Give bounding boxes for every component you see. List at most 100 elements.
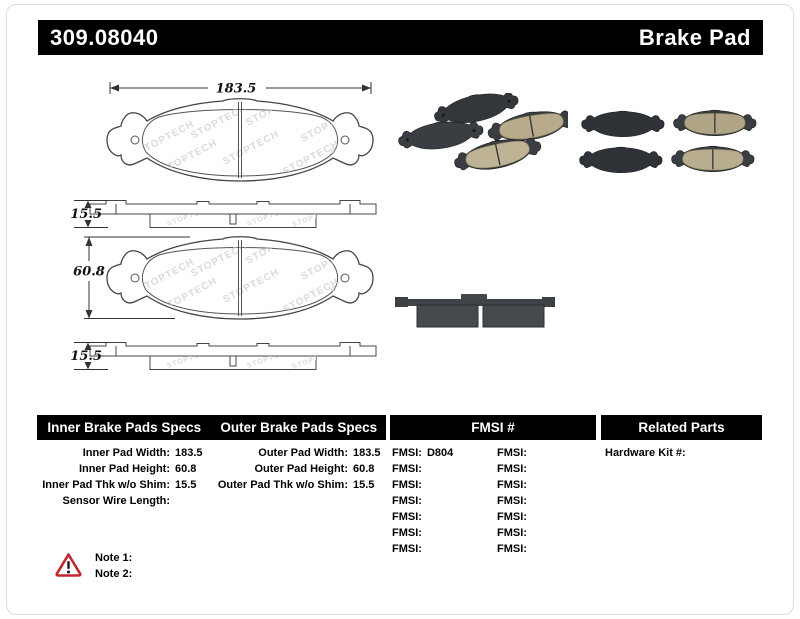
fmsi-label: FMSI: <box>497 495 527 507</box>
fmsi-title: FMSI # <box>471 420 515 435</box>
spec-value: 15.5 <box>353 479 375 491</box>
fmsi-column-1: FMSI: D804 FMSI: FMSI: FMSI: FMSI: FMSI:… <box>392 445 453 557</box>
related-label: Hardware Kit #: <box>605 447 686 459</box>
spec-row: Inner Pad Height: 60.8 <box>37 461 225 477</box>
fmsi-row: FMSI: <box>497 445 532 461</box>
fmsi-label: FMSI: <box>392 543 422 555</box>
related-parts-title: Related Parts <box>638 420 725 435</box>
fmsi-row: FMSI: <box>497 541 532 557</box>
fmsi-label: FMSI: <box>497 447 527 459</box>
note-value <box>132 550 137 566</box>
fmsi-value <box>422 541 427 557</box>
fmsi-row: FMSI: <box>392 493 453 509</box>
fmsi-label: FMSI: <box>392 495 422 507</box>
inner-specs-column: Inner Pad Width: 183.5 Inner Pad Height:… <box>37 445 225 509</box>
fmsi-row: FMSI: <box>497 493 532 509</box>
part-number: 309.08040 <box>50 24 159 50</box>
fmsi-column-2: FMSI: FMSI: FMSI: FMSI: FMSI: FMSI: FMSI… <box>497 445 532 557</box>
dimension-pad-thickness-bottom: 15.5 <box>70 342 108 370</box>
technical-drawing: 183.5 15.5 60.8 <box>70 82 385 375</box>
warning-icon <box>55 553 82 577</box>
fmsi-label: FMSI: <box>497 463 527 475</box>
fmsi-header: FMSI # <box>390 415 596 440</box>
fmsi-label: FMSI: <box>497 543 527 555</box>
fmsi-label: FMSI: <box>392 511 422 523</box>
related-value <box>686 445 691 461</box>
fmsi-value <box>422 461 427 477</box>
spec-label: Inner Pad Thk w/o Shim: <box>42 479 170 491</box>
fmsi-label: FMSI: <box>392 479 422 491</box>
page-title: Brake Pad <box>638 24 751 50</box>
notes-block: Note 1: Note 2: <box>95 550 137 582</box>
note-value <box>132 566 137 582</box>
spec-row: Inner Pad Thk w/o Shim: 15.5 <box>37 477 225 493</box>
pad-width-label: 183.5 <box>216 82 257 97</box>
fmsi-value <box>422 493 427 509</box>
fmsi-value <box>527 445 532 461</box>
pad-thickness-bottom-label: 15.5 <box>70 349 102 364</box>
title-bar: 309.08040 Brake Pad <box>38 20 763 55</box>
fmsi-value <box>422 509 427 525</box>
fmsi-row: FMSI: <box>392 541 453 557</box>
fmsi-value: D804 <box>426 447 454 459</box>
photo-pad-side <box>395 294 555 328</box>
fmsi-row: FMSI: <box>497 477 532 493</box>
fmsi-label: FMSI: <box>392 447 422 459</box>
fmsi-value <box>527 461 532 477</box>
fmsi-value <box>422 477 427 493</box>
fmsi-row: FMSI: <box>497 461 532 477</box>
spec-value: 15.5 <box>175 479 197 491</box>
fmsi-label: FMSI: <box>392 527 422 539</box>
spec-label: Outer Pad Height: <box>254 463 348 475</box>
pad-side-view-2 <box>90 343 376 371</box>
spec-row: Outer Pad Thk w/o Shim: 15.5 <box>198 477 393 493</box>
photo-pads-angled <box>396 93 568 177</box>
related-parts-header: Related Parts <box>601 415 762 440</box>
spec-value: 60.8 <box>353 463 375 475</box>
spec-value: 183.5 <box>175 447 203 459</box>
fmsi-label: FMSI: <box>497 527 527 539</box>
pad-front-view-1 <box>107 90 385 181</box>
fmsi-row: FMSI: <box>497 509 532 525</box>
spec-value <box>170 493 225 509</box>
fmsi-value <box>527 493 532 509</box>
dimension-pad-thickness-top: 15.5 <box>70 200 108 228</box>
fmsi-value <box>527 525 532 541</box>
outer-specs-title: Outer Brake Pads Specs <box>220 420 378 435</box>
fmsi-label: FMSI: <box>497 511 527 523</box>
pad-front-view-2 <box>107 228 385 319</box>
spec-value: 183.5 <box>353 447 381 459</box>
fmsi-label: FMSI: <box>497 479 527 491</box>
fmsi-row: FMSI: <box>392 477 453 493</box>
fmsi-value <box>422 525 427 541</box>
pad-side-view-1 <box>90 201 376 229</box>
related-parts-column: Hardware Kit #: <box>605 445 691 461</box>
fmsi-value <box>527 541 532 557</box>
spec-label: Inner Pad Width: <box>82 447 170 459</box>
fmsi-value <box>527 477 532 493</box>
note-label: Note 2: <box>95 568 133 580</box>
note-row: Note 2: <box>95 566 137 582</box>
fmsi-row: FMSI: D804 <box>392 445 453 461</box>
fmsi-value <box>527 509 532 525</box>
spec-label: Outer Pad Width: <box>258 447 348 459</box>
photo-pads-flat <box>579 109 757 173</box>
spec-row: Inner Pad Width: 183.5 <box>37 445 225 461</box>
fmsi-label: FMSI: <box>392 463 422 475</box>
note-row: Note 1: <box>95 550 137 566</box>
spec-label: Outer Pad Thk w/o Shim: <box>217 479 348 491</box>
note-label: Note 1: <box>95 552 133 564</box>
dimension-pad-width: 183.5 <box>109 82 372 97</box>
related-row: Hardware Kit #: <box>605 445 691 461</box>
fmsi-row: FMSI: <box>392 525 453 541</box>
spec-row: Outer Pad Height: 60.8 <box>198 461 393 477</box>
spec-value: 60.8 <box>175 463 197 475</box>
outer-specs-column: Outer Pad Width: 183.5 Outer Pad Height:… <box>198 445 393 493</box>
dimension-pad-height: 60.8 <box>73 236 190 319</box>
pad-thickness-top-label: 15.5 <box>70 207 102 222</box>
fmsi-row: FMSI: <box>497 525 532 541</box>
spec-row: Sensor Wire Length: <box>37 493 225 509</box>
spec-label: Inner Pad Height: <box>78 463 170 475</box>
inner-specs-title: Inner Brake Pads Specs <box>47 420 202 435</box>
